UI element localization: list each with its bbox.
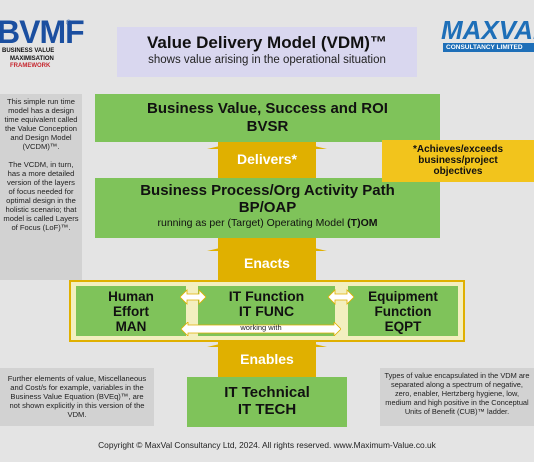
arrowhead-enacts <box>207 237 327 251</box>
bvmf-logo: BVMF ® BUSINESS VALUE MAXIMISATION FRAME… <box>0 14 90 88</box>
arrowhead-enacts-shape <box>207 237 327 251</box>
bpoap-operating-model: running as per (Target) Operating Model … <box>95 217 440 229</box>
left-note-top-para2: The VCDM, in turn, has a more detailed v… <box>3 160 79 232</box>
callout-line1: *Achieves/exceeds <box>412 144 504 155</box>
bvmf-logo-title: BVMF <box>0 14 85 50</box>
itfunc-line2: IT FUNC <box>238 303 295 319</box>
eqpt-box: Equipment Function EQPT <box>348 286 458 336</box>
right-note-bottom: Types of value encapsulated in the VDM a… <box>380 368 534 426</box>
callout-line3: objectives <box>433 166 483 177</box>
delivers-label: Delivers* <box>237 151 297 167</box>
ittech-line1: IT Technical <box>224 384 310 401</box>
bvmf-sub-2: MAXIMISATION <box>10 55 54 62</box>
bvsr-acronym: BVSR <box>246 118 289 135</box>
working-with-label: working with <box>240 323 282 332</box>
page-subtitle: shows value arising in the operational s… <box>148 54 386 66</box>
bvmf-logo-subtitle: BUSINESS VALUE MAXIMISATION FRAMEWORK <box>2 48 54 71</box>
bpoap-om-prefix: running as per (Target) Operating Model <box>157 217 348 229</box>
ittech-line2: IT TECH <box>237 401 297 418</box>
objectives-callout: *Achieves/exceeds business/project objec… <box>382 140 534 182</box>
bvmf-registered-mark: ® <box>66 20 72 27</box>
left-note-top: This simple run time model has a design … <box>0 94 82 280</box>
double-arrow-right-shape <box>328 289 354 305</box>
bpoap-box: Business Process/Org Activity Path BP/OA… <box>95 178 440 238</box>
double-arrow-right-icon <box>328 289 354 305</box>
callout-line2: business/project <box>418 155 498 166</box>
working-with-arrow-shape <box>181 322 341 336</box>
man-box: Human Effort MAN <box>76 286 186 336</box>
maxval-logo-subtitle: CONSULTANCY LIMITED <box>443 43 534 52</box>
bpoap-om-suffix: OM <box>360 217 378 229</box>
ittech-box: IT Technical IT TECH <box>187 377 347 427</box>
maxval-logo: MAXVAL CONSULTANCY LIMITED <box>441 15 534 58</box>
eqpt-line1: Equipment <box>368 289 438 304</box>
man-line3: MAN <box>115 319 147 334</box>
enacts-label: Enacts <box>244 255 290 271</box>
left-note-top-para1: This simple run time model has a design … <box>4 97 78 151</box>
double-arrow-left-icon <box>180 289 206 305</box>
bvsr-title: Business Value, Success and ROI <box>147 100 388 117</box>
bpoap-acronym: BP/OAP <box>238 199 297 216</box>
arrowhead-delivers <box>207 135 327 149</box>
left-note-bottom: Further elements of value, Miscellaneous… <box>0 368 154 426</box>
bvmf-sub-3: FRAMEWORK <box>10 63 51 69</box>
eqpt-line2: Function <box>374 304 432 319</box>
itfunc-line1: IT Function <box>228 288 305 304</box>
bvmf-sub-1: BUSINESS VALUE <box>2 48 55 54</box>
eqpt-line3: EQPT <box>384 319 422 334</box>
copyright-footer: Copyright © MaxVal Consultancy Ltd, 2024… <box>98 440 436 450</box>
header-box: Value Delivery Model (VDM)™ shows value … <box>117 27 417 77</box>
bpoap-om-t: (T) <box>347 217 361 229</box>
enables-label: Enables <box>240 351 294 367</box>
arrowhead-delivers-shape <box>207 135 327 149</box>
page-title: Value Delivery Model (VDM)™ <box>147 33 387 52</box>
maxval-logo-title: MAXVAL <box>441 15 534 45</box>
working-with-arrow-icon <box>181 322 341 336</box>
man-line2: Effort <box>113 304 149 319</box>
bpoap-title: Business Process/Org Activity Path <box>140 182 395 199</box>
double-arrow-left-shape <box>180 289 206 305</box>
bvsr-box: Business Value, Success and ROI BVSR <box>95 94 440 142</box>
man-line1: Human <box>108 289 154 304</box>
